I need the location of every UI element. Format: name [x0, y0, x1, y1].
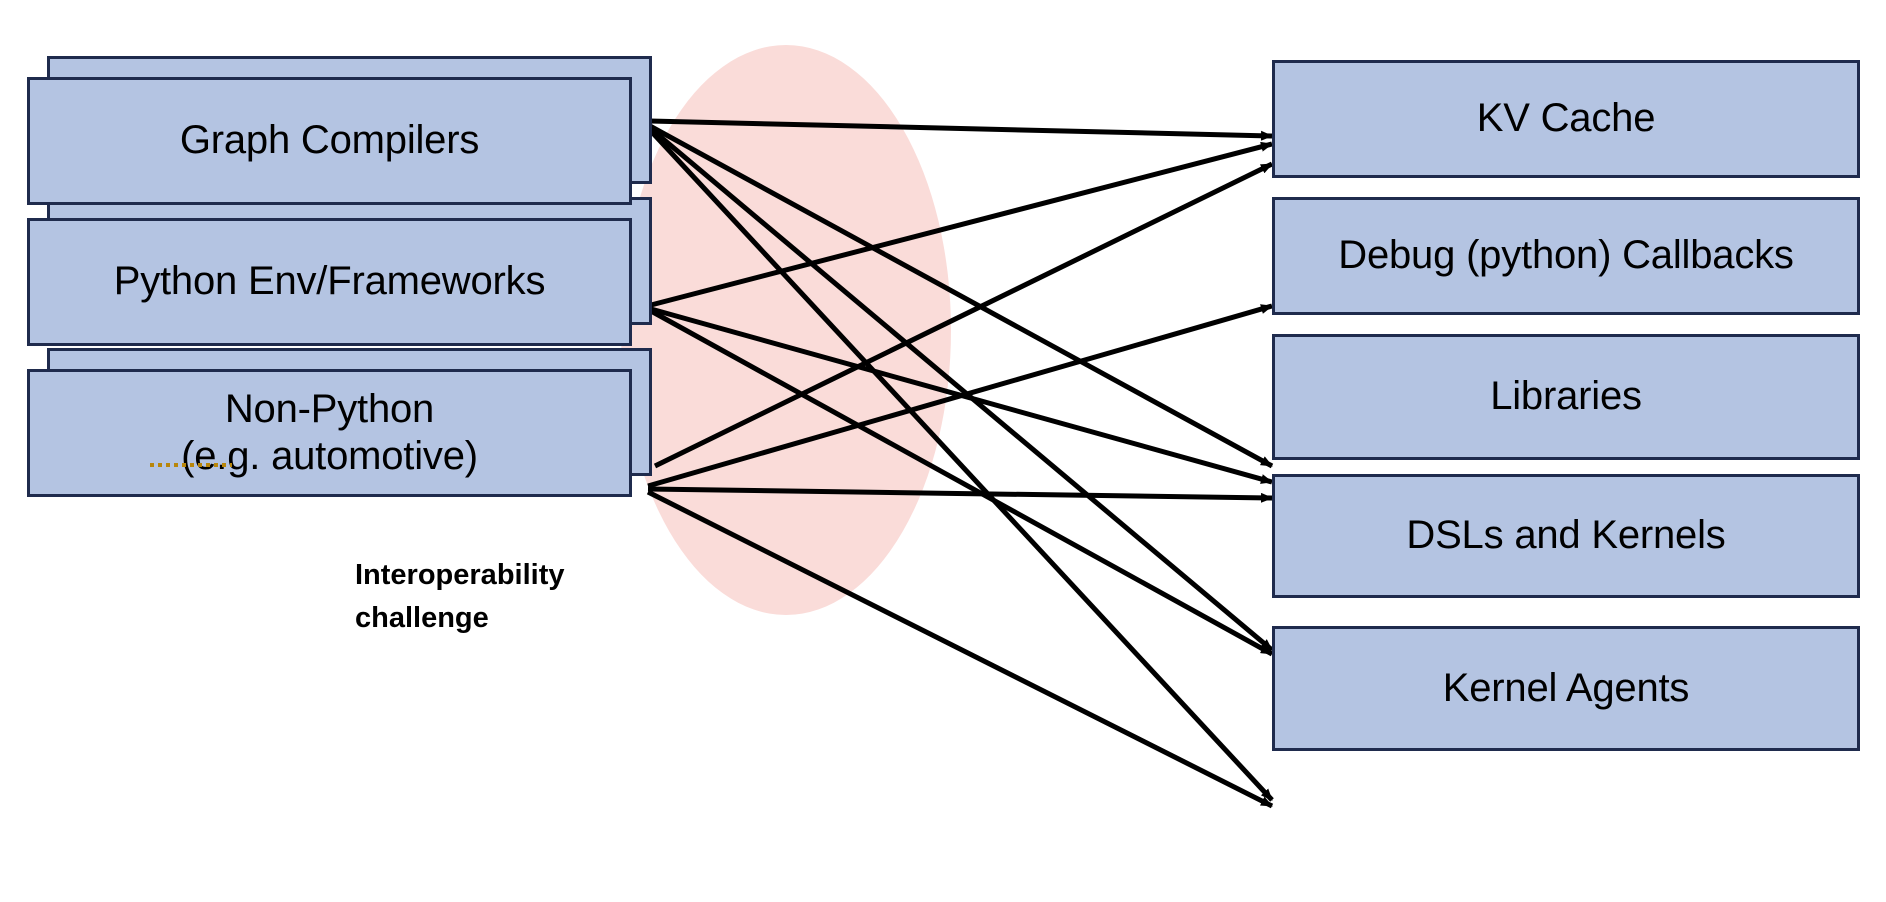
interoperability-ellipse	[621, 45, 951, 615]
edge-group	[646, 118, 1274, 809]
interoperability-challenge-label: Interoperability challenge	[355, 559, 565, 634]
spellcheck-underline-eg	[150, 463, 232, 467]
edge-non-python-to-kernel-agents	[646, 489, 1274, 809]
edge-python-env-to-dsls-and-kernels	[649, 308, 1274, 657]
node-non-python[interactable]: Non-Python (e.g. automotive)	[27, 369, 632, 497]
node-python-env-frameworks[interactable]: Python Env/Frameworks	[27, 218, 632, 346]
node-libraries[interactable]: Libraries	[1272, 334, 1860, 460]
edge-graph-compilers-to-libraries	[648, 123, 1274, 469]
node-debug-python-callbacks[interactable]: Debug (python) Callbacks	[1272, 197, 1860, 315]
edge-non-python-to-libraries	[647, 486, 1273, 503]
edge-python-env-to-kv-cache	[650, 141, 1273, 308]
edge-non-python-to-debug-callbacks	[647, 303, 1273, 489]
edge-graph-compilers-to-dsls-and-kernels	[648, 126, 1274, 652]
edge-non-python-to-kv-cache	[653, 161, 1274, 469]
node-graph-compilers[interactable]: Graph Compilers	[27, 77, 632, 205]
node-kv-cache[interactable]: KV Cache	[1272, 60, 1860, 178]
edge-graph-compilers-to-kernel-agents	[648, 128, 1274, 802]
node-dsls-and-kernels[interactable]: DSLs and Kernels	[1272, 474, 1860, 598]
node-kernel-agents[interactable]: Kernel Agents	[1272, 626, 1860, 751]
edge-graph-compilers-to-kv-cache	[649, 118, 1273, 141]
